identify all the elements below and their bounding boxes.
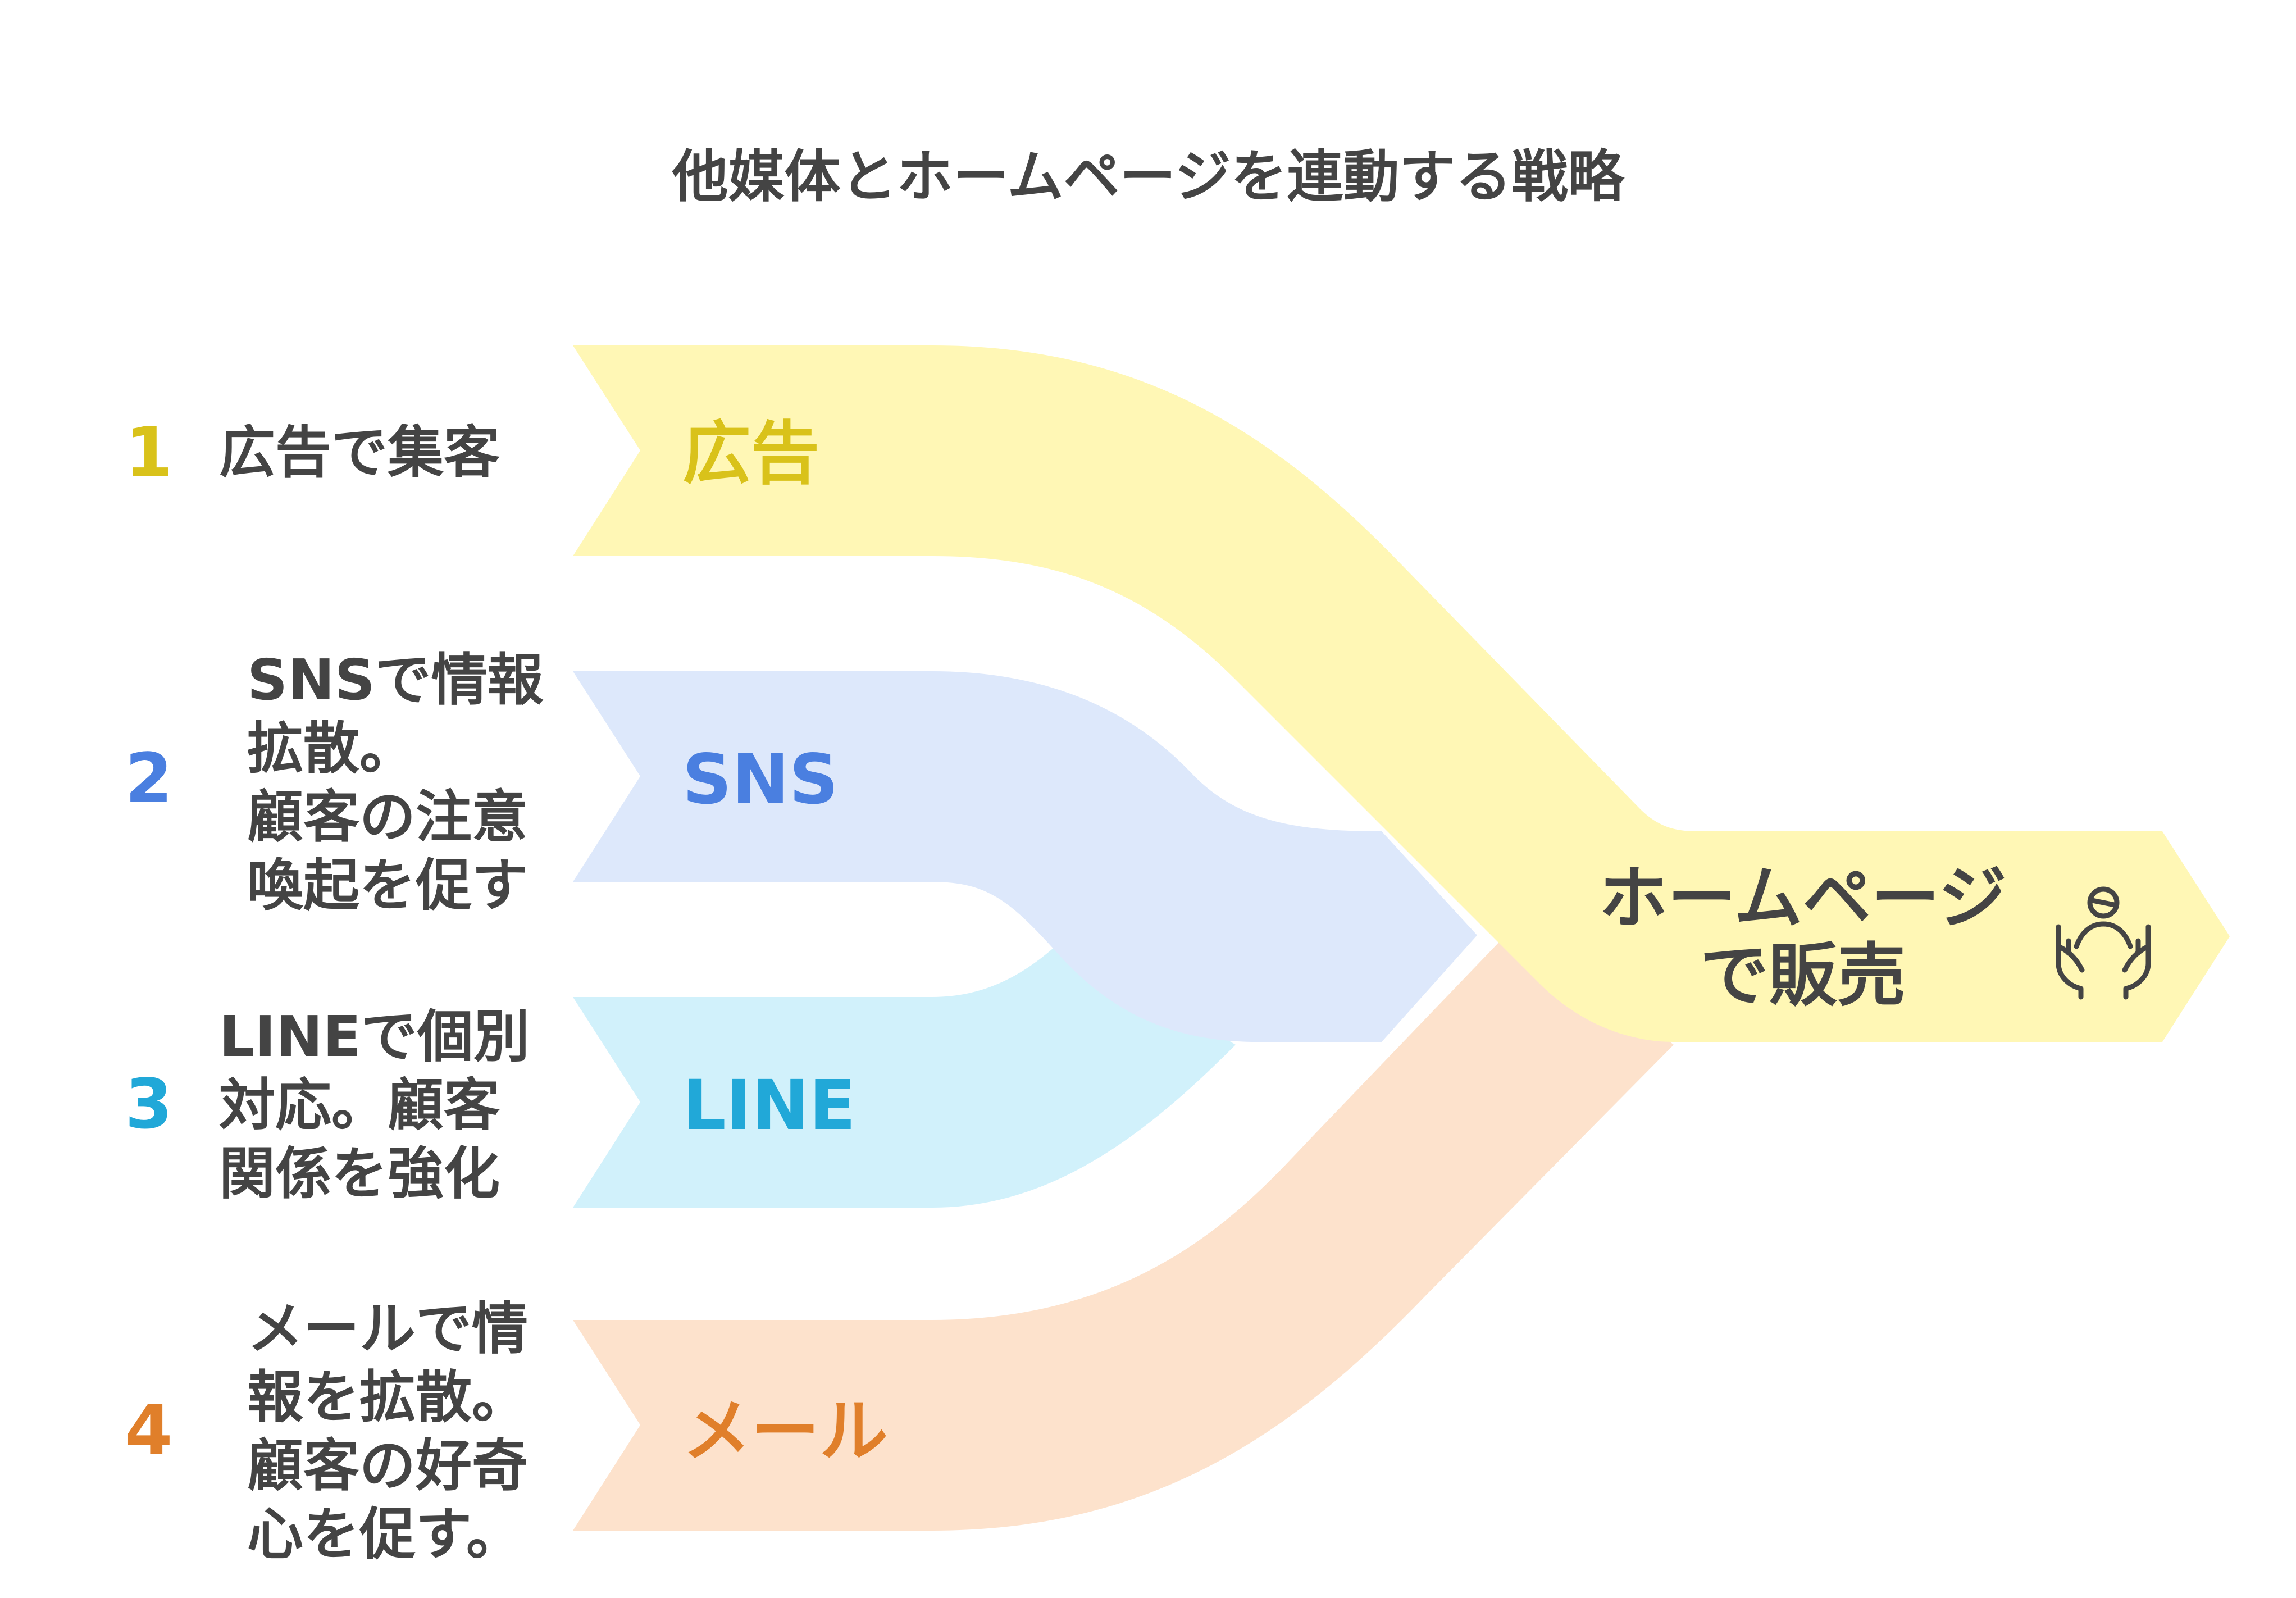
- diagram-title: 他媒体とホームページを連動する戦略: [672, 144, 1624, 210]
- band-label-sns: SNS: [682, 740, 839, 820]
- step-description-1: 広告で集客: [219, 420, 500, 485]
- band-sns: [573, 671, 1382, 1042]
- step-description-3: LINEで個別 対応。顧客 関係を強化: [219, 1004, 530, 1207]
- band-label-line: LINE: [682, 1066, 856, 1145]
- hands-holding-person-icon: [2056, 886, 2151, 1000]
- target-label: ホームページ で販売: [1599, 858, 2007, 1016]
- step-number-4: 4: [125, 1390, 173, 1470]
- band-ad: [573, 345, 2230, 1042]
- band-sns-merge: [1382, 831, 1477, 1042]
- band-email: [573, 924, 1674, 1531]
- step-description-4: メールで情 報を拡散。 顧客の好奇 心を促す。: [247, 1296, 528, 1567]
- step-description-2: SNSで情報 拡散。 顧客の注意 喚起を促す: [247, 647, 544, 918]
- band-line: [573, 941, 1236, 1208]
- step-number-3: 3: [125, 1064, 173, 1144]
- step-number-1: 1: [125, 413, 173, 493]
- band-label-email: メール: [682, 1391, 888, 1471]
- band-label-ad: 広告: [682, 414, 819, 494]
- step-number-2: 2: [125, 739, 173, 818]
